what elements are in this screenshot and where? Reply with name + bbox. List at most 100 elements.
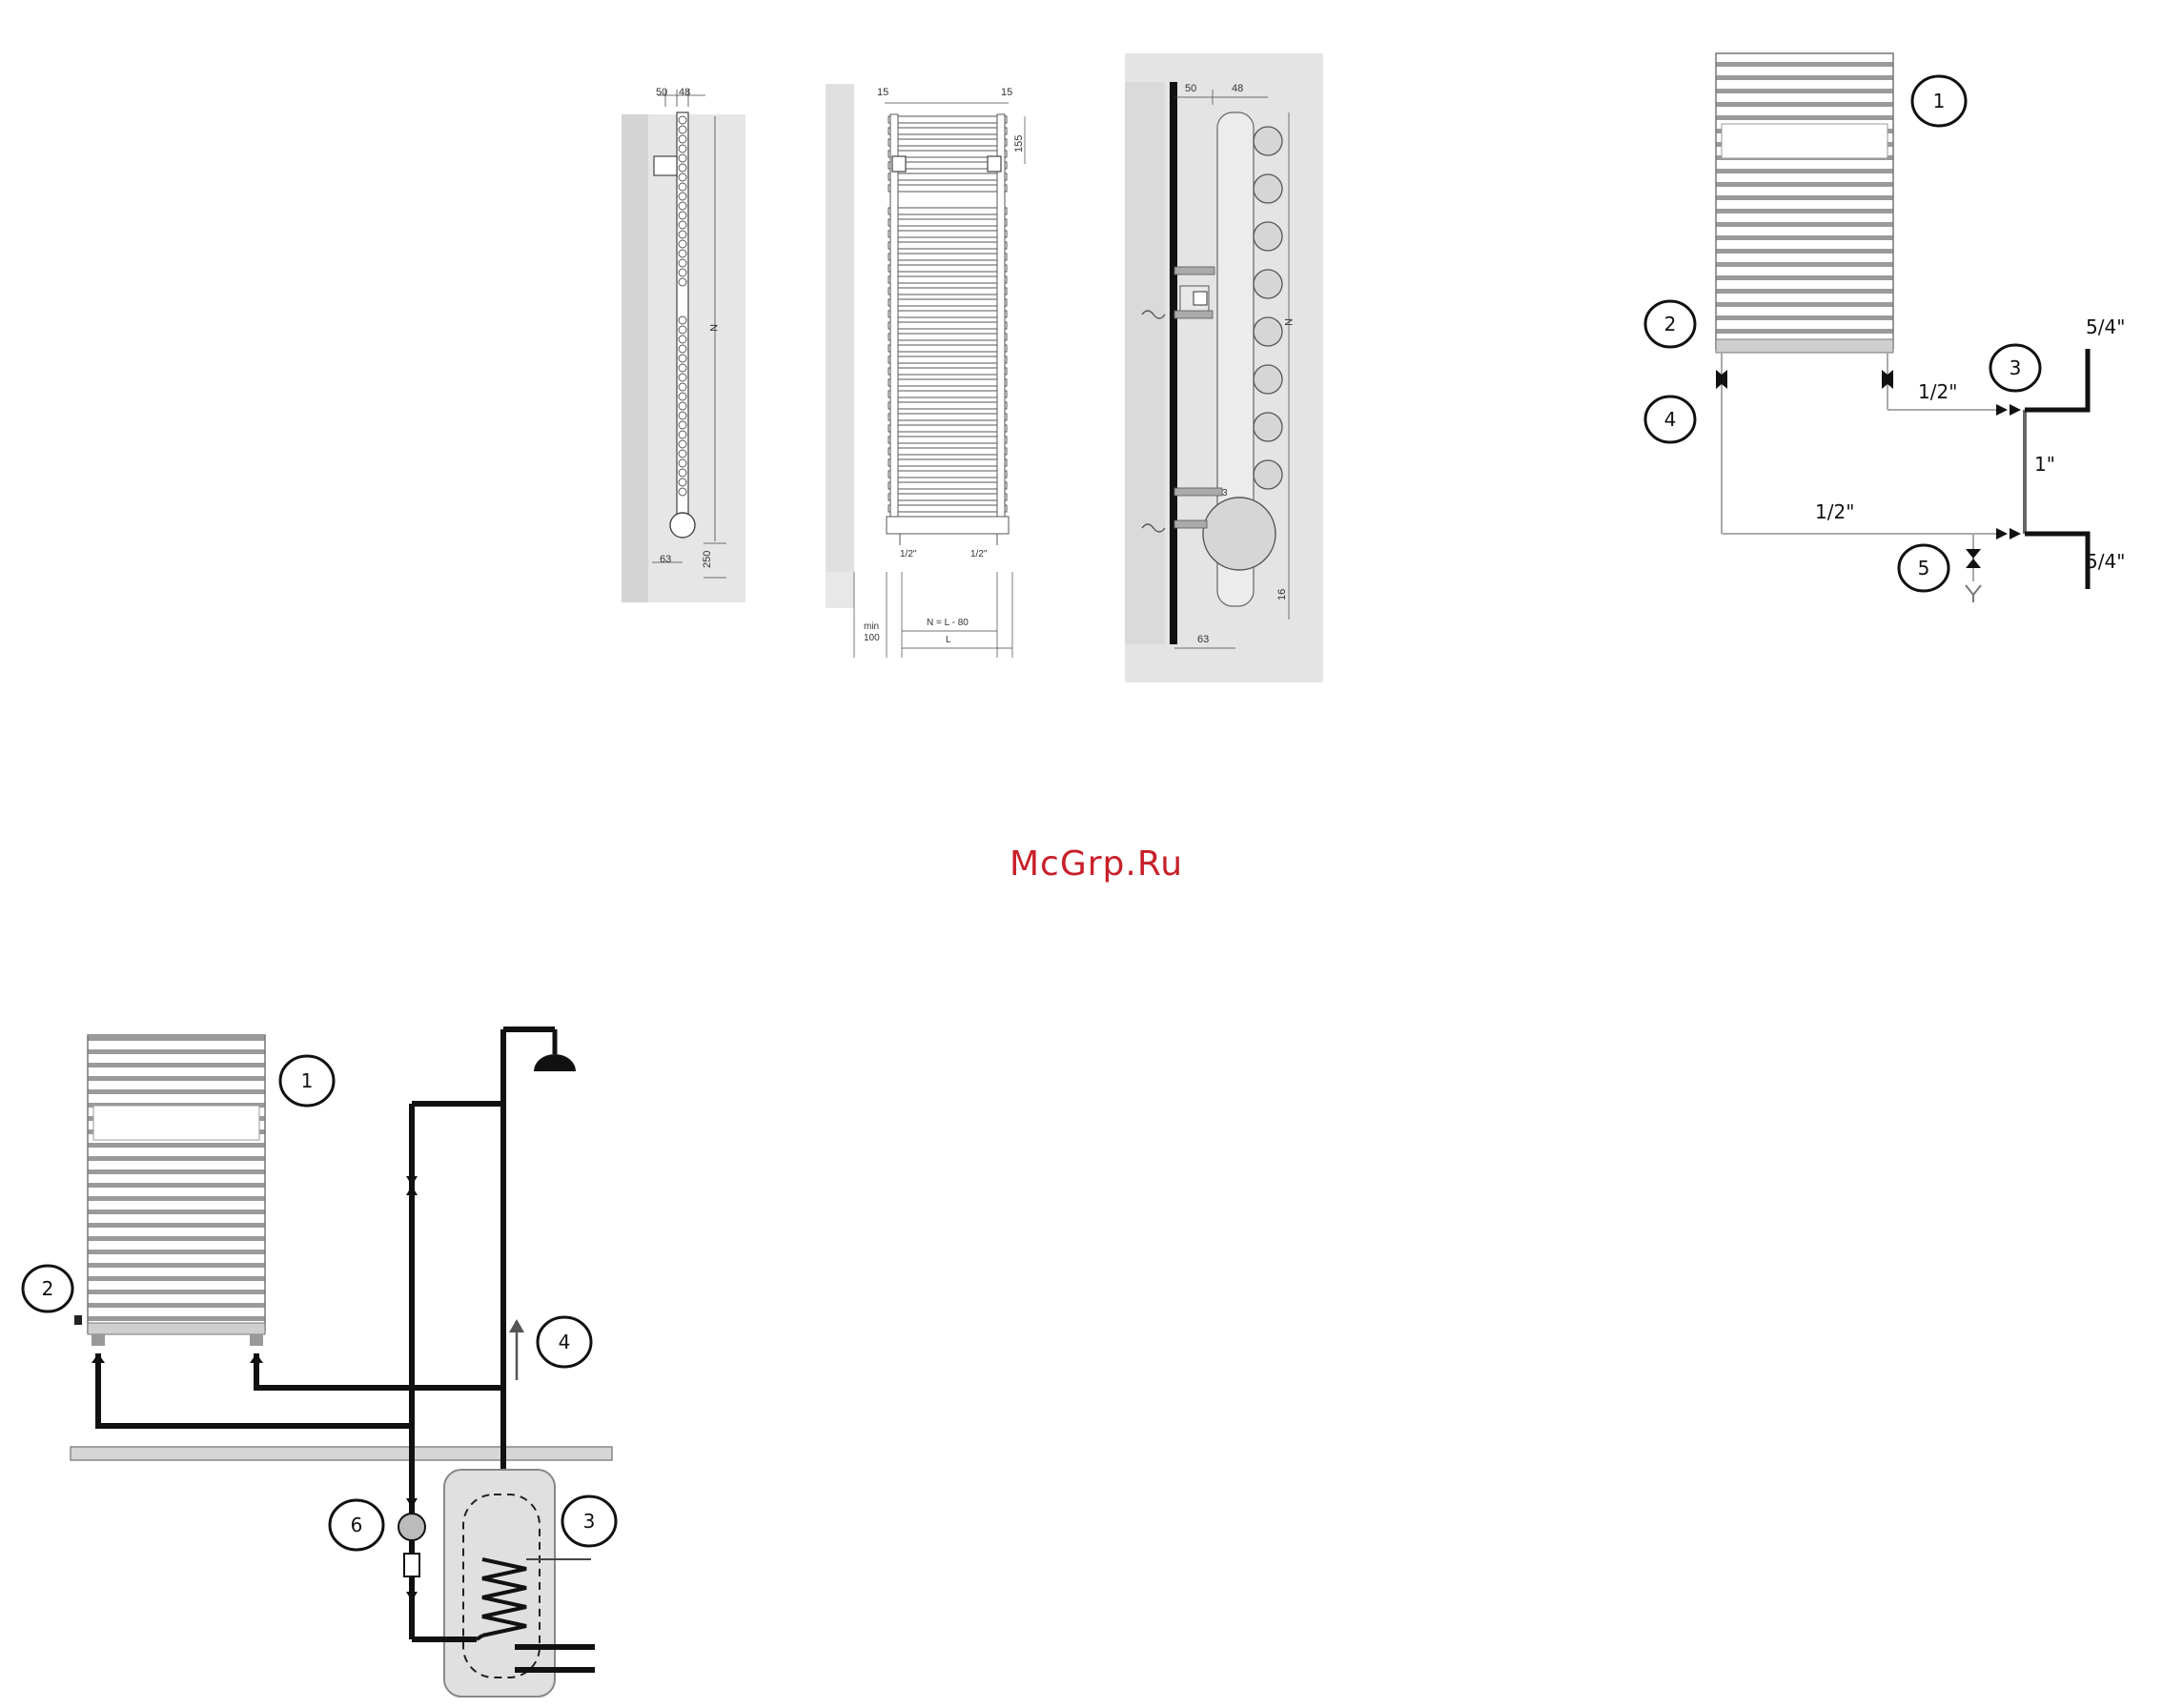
mount-tube-circle [1254,413,1282,441]
watermark-text: McGrp.Ru [1010,844,1183,884]
side-tube-circle [679,250,686,257]
side-tube-circle [679,202,686,210]
mount-tube-circle [1254,222,1282,251]
front-dim-155: 155 [1013,135,1025,152]
side-tube-circle [679,412,686,419]
front-rail [888,414,1007,420]
front-rail [888,345,1007,352]
front-dim-min-value: 100 [864,633,880,643]
front-dim-l: L [946,635,951,645]
svg-text:1: 1 [1933,90,1946,112]
side-tube-circle [679,440,686,448]
front-rail [888,471,1007,478]
scheme-a-riser-bottom: 5/4" [2086,550,2125,573]
front-rail [888,459,1007,466]
side-tube-circle [679,183,686,191]
front-rail [888,185,1007,192]
mounting-view-drawing: 3 50 48 N 16 63 [1125,53,1323,682]
front-rail [888,265,1007,272]
scheme-a-riser-top: 5/4" [2086,315,2125,338]
front-rail [888,254,1007,260]
side-tube-circle [679,431,686,438]
side-view-drawing: 50 48 N 250 63 [622,87,745,602]
front-rail [888,391,1007,397]
front-rail-bars [888,116,1007,512]
mount-tube-circle [1254,460,1282,489]
side-dim-63: 63 [660,554,671,565]
mount-dim-50: 50 [1185,83,1196,94]
scheme-a-callout-3: 3 [1990,345,2040,391]
side-tube-circle [679,316,686,324]
mount-tube-circle [1254,270,1282,298]
front-rail [888,173,1007,180]
mount-dim-n: N [1282,318,1294,326]
front-rail [888,505,1007,512]
front-rail [888,288,1007,295]
front-rail [888,448,1007,455]
front-rail [888,402,1007,409]
scheme-a-callout-1: 1 [1912,76,1966,126]
side-tube-circle [679,193,686,200]
front-rail [888,242,1007,249]
side-tube-circle [679,240,686,248]
scheme-a-callout-2: 2 [1645,301,1695,347]
scheme-b-callout-6: 6 [330,1500,383,1550]
side-tube-circle [679,393,686,400]
side-tube-circle [679,278,686,286]
side-tube-circle [679,374,686,381]
side-tube-circle [679,469,686,477]
front-dim-15-left: 15 [877,87,888,98]
front-view-drawing: 15 15 155 1/2" 1/2" min 100 N = L - 80 L [826,84,1039,658]
scheme-b-callout-4: 4 [538,1317,591,1367]
side-tube-circle [679,269,686,276]
front-rail [888,356,1007,363]
side-tube-circle [679,221,686,229]
side-tube-circle [679,145,686,152]
side-tube-circle [679,355,686,362]
front-dim-n: N = L - 80 [927,618,969,628]
front-dim-min: min [864,621,879,632]
side-tube-circle [679,259,686,267]
side-tube-circle [679,164,686,172]
front-rail [888,219,1007,226]
side-tube-circle [679,173,686,181]
scheme-b-callout-1: 1 [280,1056,334,1106]
front-rail [888,322,1007,329]
side-dim-50: 50 [656,87,667,98]
side-tube-circle [679,478,686,486]
svg-text:3: 3 [583,1510,596,1533]
front-rail [888,116,1007,123]
side-tube-circle [679,402,686,410]
mount-dim-63: 63 [1197,634,1209,645]
mount-dim-16: 16 [1276,589,1288,600]
front-rail [888,128,1007,134]
svg-text:2: 2 [42,1277,54,1300]
scheme-a-pipe-one: 1" [2034,453,2055,476]
svg-text:2: 2 [1664,313,1677,336]
front-rail [888,482,1007,489]
side-tube-circle [679,336,686,343]
svg-text:4: 4 [559,1331,571,1353]
scheme-b-callout-3: 3 [562,1496,616,1546]
front-pipe-right: 1/2" [970,549,988,559]
front-rail [888,139,1007,146]
side-tube-circle [679,488,686,496]
front-pipe-left: 1/2" [900,549,917,559]
front-rail [888,334,1007,340]
mount-dim-3: 3 [1222,488,1228,498]
side-dim-48: 48 [679,87,690,98]
scheme-a-callout-5: 5 [1899,545,1949,591]
side-tube-circle [679,135,686,143]
side-tube-circle [679,421,686,429]
scheme-a-diagram: 1/2" 1/2" 1" 5/4" 5/4" 1 2 3 4 5 [1645,53,2125,602]
side-tube-circle [679,364,686,372]
svg-text:1: 1 [301,1069,314,1092]
side-tube-circle [679,345,686,353]
scheme-a-pipe-half-bottom: 1/2" [1815,500,1854,523]
scheme-b-callout-2: 2 [23,1266,72,1312]
front-rail [888,425,1007,432]
mount-tube-circle [1254,365,1282,394]
side-dim-250: 250 [702,551,713,568]
front-rail [888,437,1007,443]
side-tube-circle [679,154,686,162]
